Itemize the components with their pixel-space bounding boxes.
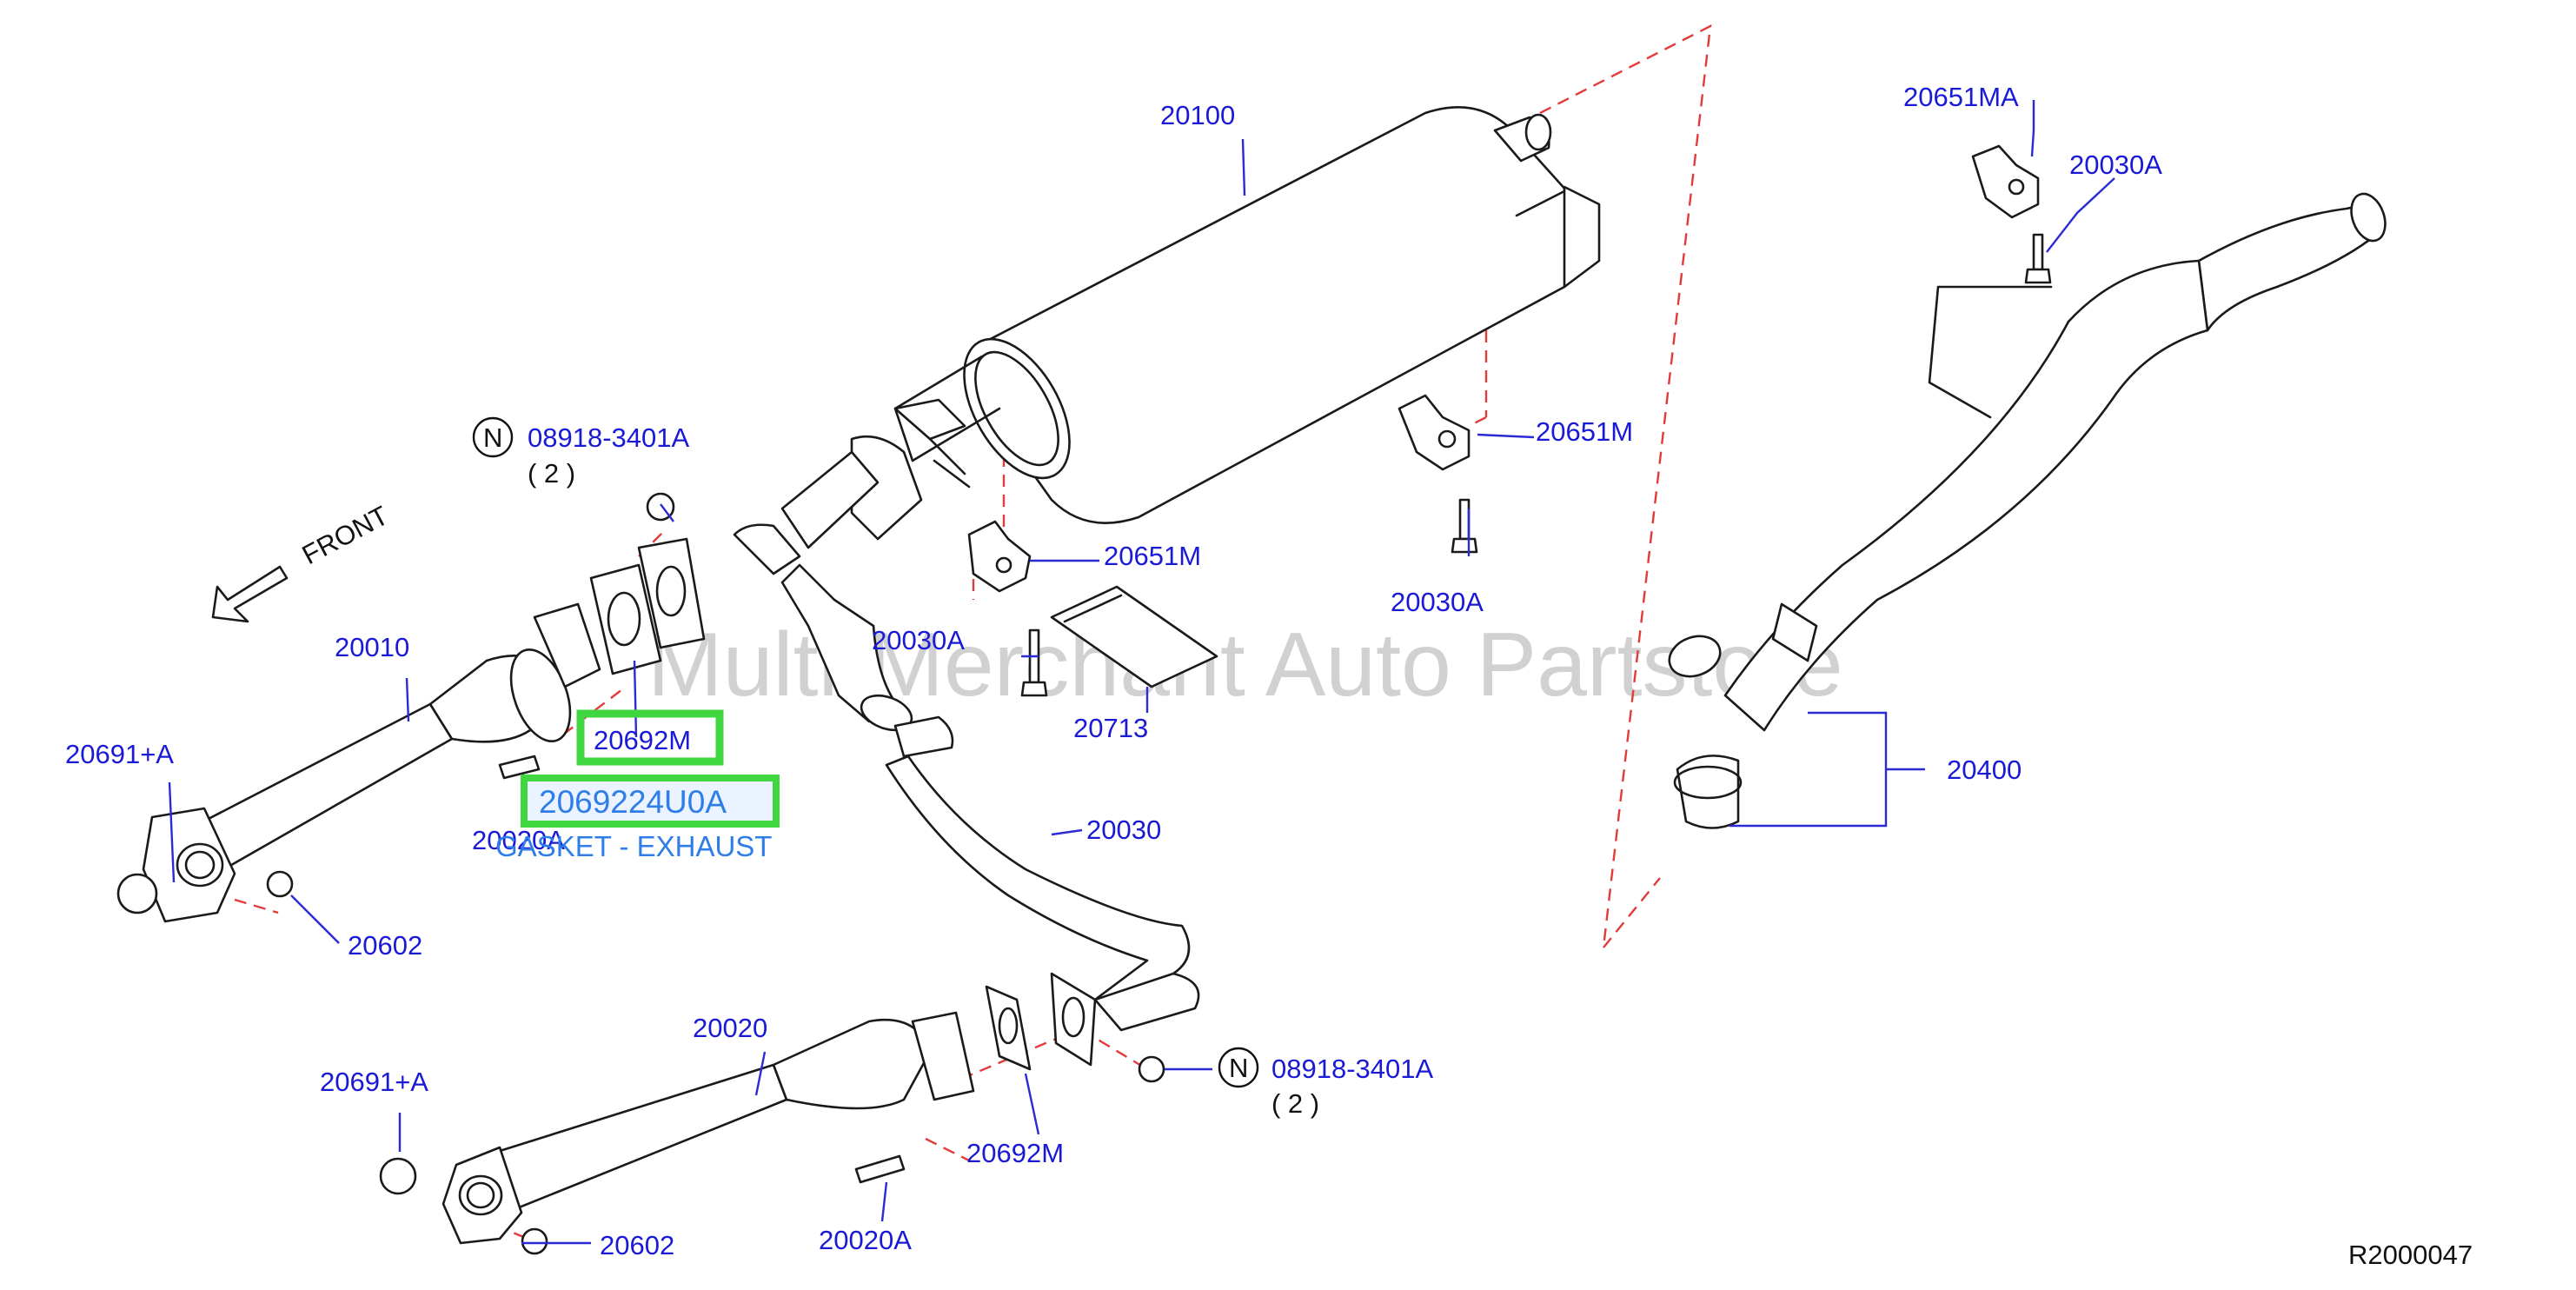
tooltip-description: GASKET - EXHAUST (495, 830, 772, 862)
callout-ring-top[interactable]: 20691+A (65, 739, 174, 769)
callout-mount-center[interactable]: 20651M (1536, 416, 1633, 447)
callout-nut-spec-bottom[interactable]: 08918-3401A (1271, 1054, 1433, 1084)
callout-nut-spec-top[interactable]: 08918-3401A (528, 422, 689, 453)
hanger-mount-center[interactable] (1398, 394, 1471, 471)
front-tube-20020[interactable] (379, 1011, 1165, 1255)
front-label: FRONT (297, 500, 394, 570)
callout-mount-front[interactable]: 20651M (1104, 541, 1201, 571)
tooltip-part-number: 2069224U0A (539, 784, 727, 820)
heat-insulator-20713[interactable] (1050, 585, 1218, 688)
part-tooltip[interactable]: 2069224U0A GASKET - EXHAUST (495, 775, 780, 862)
callout-nut-top[interactable]: 20602 (348, 930, 422, 961)
callout-tail-tube[interactable]: 20400 (1947, 755, 2022, 785)
callout-stud-bottom[interactable]: 20020A (819, 1225, 912, 1255)
callout-heat-insulator[interactable]: 20713 (1073, 713, 1148, 743)
callout-muffler[interactable]: 20100 (1160, 100, 1235, 130)
muffler-20100[interactable] (893, 106, 1601, 524)
callout-nut-qty-top: ( 2 ) (528, 458, 575, 489)
callout-nut-qty-bottom: ( 2 ) (1271, 1088, 1319, 1119)
callout-front-tube[interactable]: 20010 (335, 632, 409, 662)
tail-tube-20400[interactable] (1663, 190, 2391, 829)
hanger-mount-front[interactable] (967, 520, 1032, 593)
callout-bolt-rear-top[interactable]: 20030A (2069, 150, 2162, 180)
callout-ring-bottom[interactable]: 20691+A (320, 1067, 428, 1097)
callout-mount-rear-top[interactable]: 20651MA (1903, 82, 2019, 112)
callout-center-pipe[interactable]: 20030 (1086, 815, 1161, 845)
bolt-rear[interactable] (2024, 233, 2052, 284)
n-symbol-bottom: N (1218, 1047, 1259, 1088)
front-arrow-icon (211, 565, 289, 623)
center-pipe-20030[interactable] (733, 435, 1200, 1071)
callout-gasket-bottom[interactable]: 20692M (966, 1138, 1064, 1168)
callout-bolt-center[interactable]: 20030A (1391, 587, 1484, 617)
callout-labels: 20100 20651MA 20030A 20651M 20030A 20651… (65, 82, 2473, 1270)
front-tube-20010[interactable] (116, 492, 706, 923)
hanger-mount-rear[interactable] (1971, 144, 2040, 219)
svg-text:N: N (483, 422, 502, 453)
diagram-code: R2000047 (2348, 1240, 2473, 1270)
callout-gasket-top[interactable]: 20692M (594, 725, 691, 755)
callout-stud-top[interactable]: 20020A (472, 825, 565, 855)
n-symbol-top: N (472, 416, 514, 458)
highlighted-callout-gasket[interactable]: 20692M (576, 709, 724, 766)
leader-lines (168, 100, 2115, 1245)
svg-text:N: N (1229, 1053, 1248, 1083)
callout-nut-bottom[interactable]: 20602 (600, 1230, 674, 1260)
bolt-center[interactable] (1451, 498, 1478, 554)
callout-bolt-front[interactable]: 20030A (872, 625, 965, 655)
callout-front-tube-2[interactable]: 20020 (693, 1013, 767, 1043)
